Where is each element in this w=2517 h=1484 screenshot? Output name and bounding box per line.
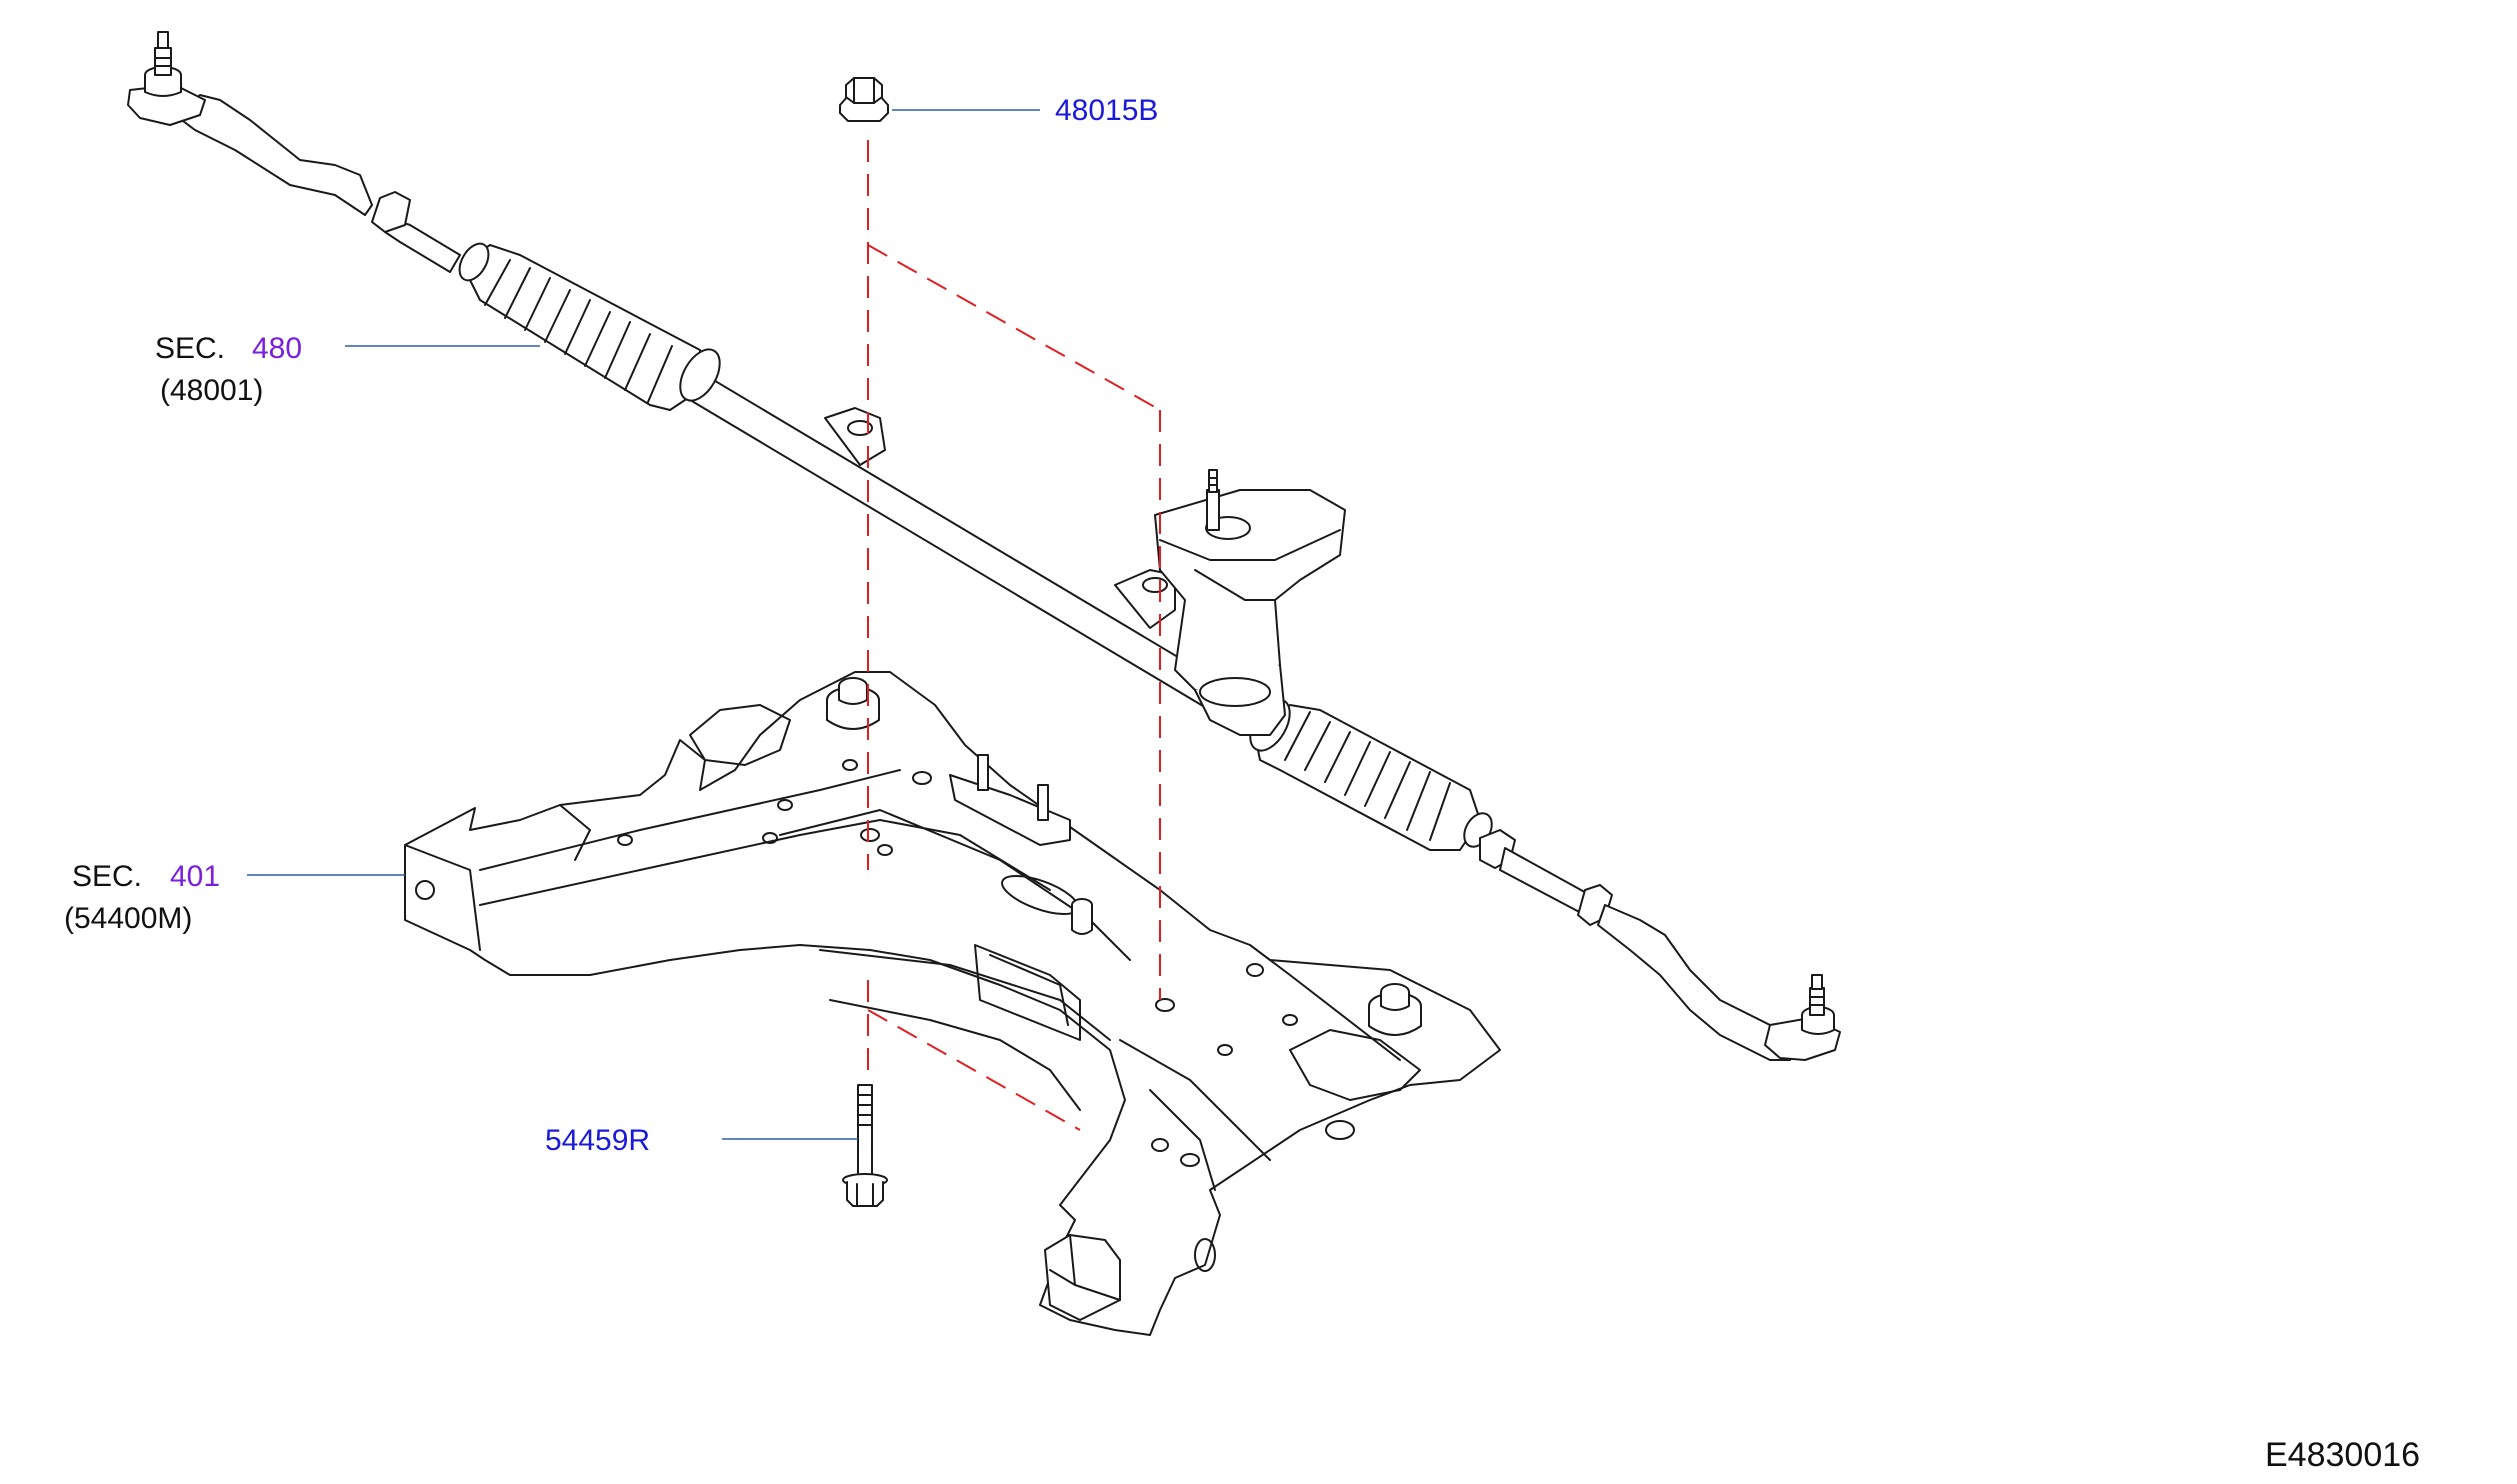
figure-id: E4830016 xyxy=(2265,1436,2420,1474)
mounting-bolt xyxy=(842,1084,888,1207)
leader-lines xyxy=(247,109,1040,1140)
rack-part-number: (48001) xyxy=(160,374,263,407)
flange-nut xyxy=(839,77,889,122)
guide-bottom-offset xyxy=(867,1009,1081,1131)
part-number-48015b[interactable]: 48015B xyxy=(1055,94,1158,127)
callout-labels: 48015B SEC. 480 (48001) SEC. 401 (54400M… xyxy=(64,94,2420,1474)
rack-section-link[interactable]: 480 xyxy=(252,332,302,365)
assembly-guide-lines xyxy=(867,140,1161,1131)
steering-gear-assembly xyxy=(127,31,1841,1061)
member-section-prefix: SEC. xyxy=(72,860,142,893)
member-section-link[interactable]: 401 xyxy=(170,860,220,893)
member-part-number: (54400M) xyxy=(64,902,192,935)
part-number-54459r[interactable]: 54459R xyxy=(545,1124,650,1157)
rack-section-prefix: SEC. xyxy=(155,332,225,365)
guide-top-offset xyxy=(867,244,1161,411)
front-suspension-member xyxy=(404,671,1501,1336)
